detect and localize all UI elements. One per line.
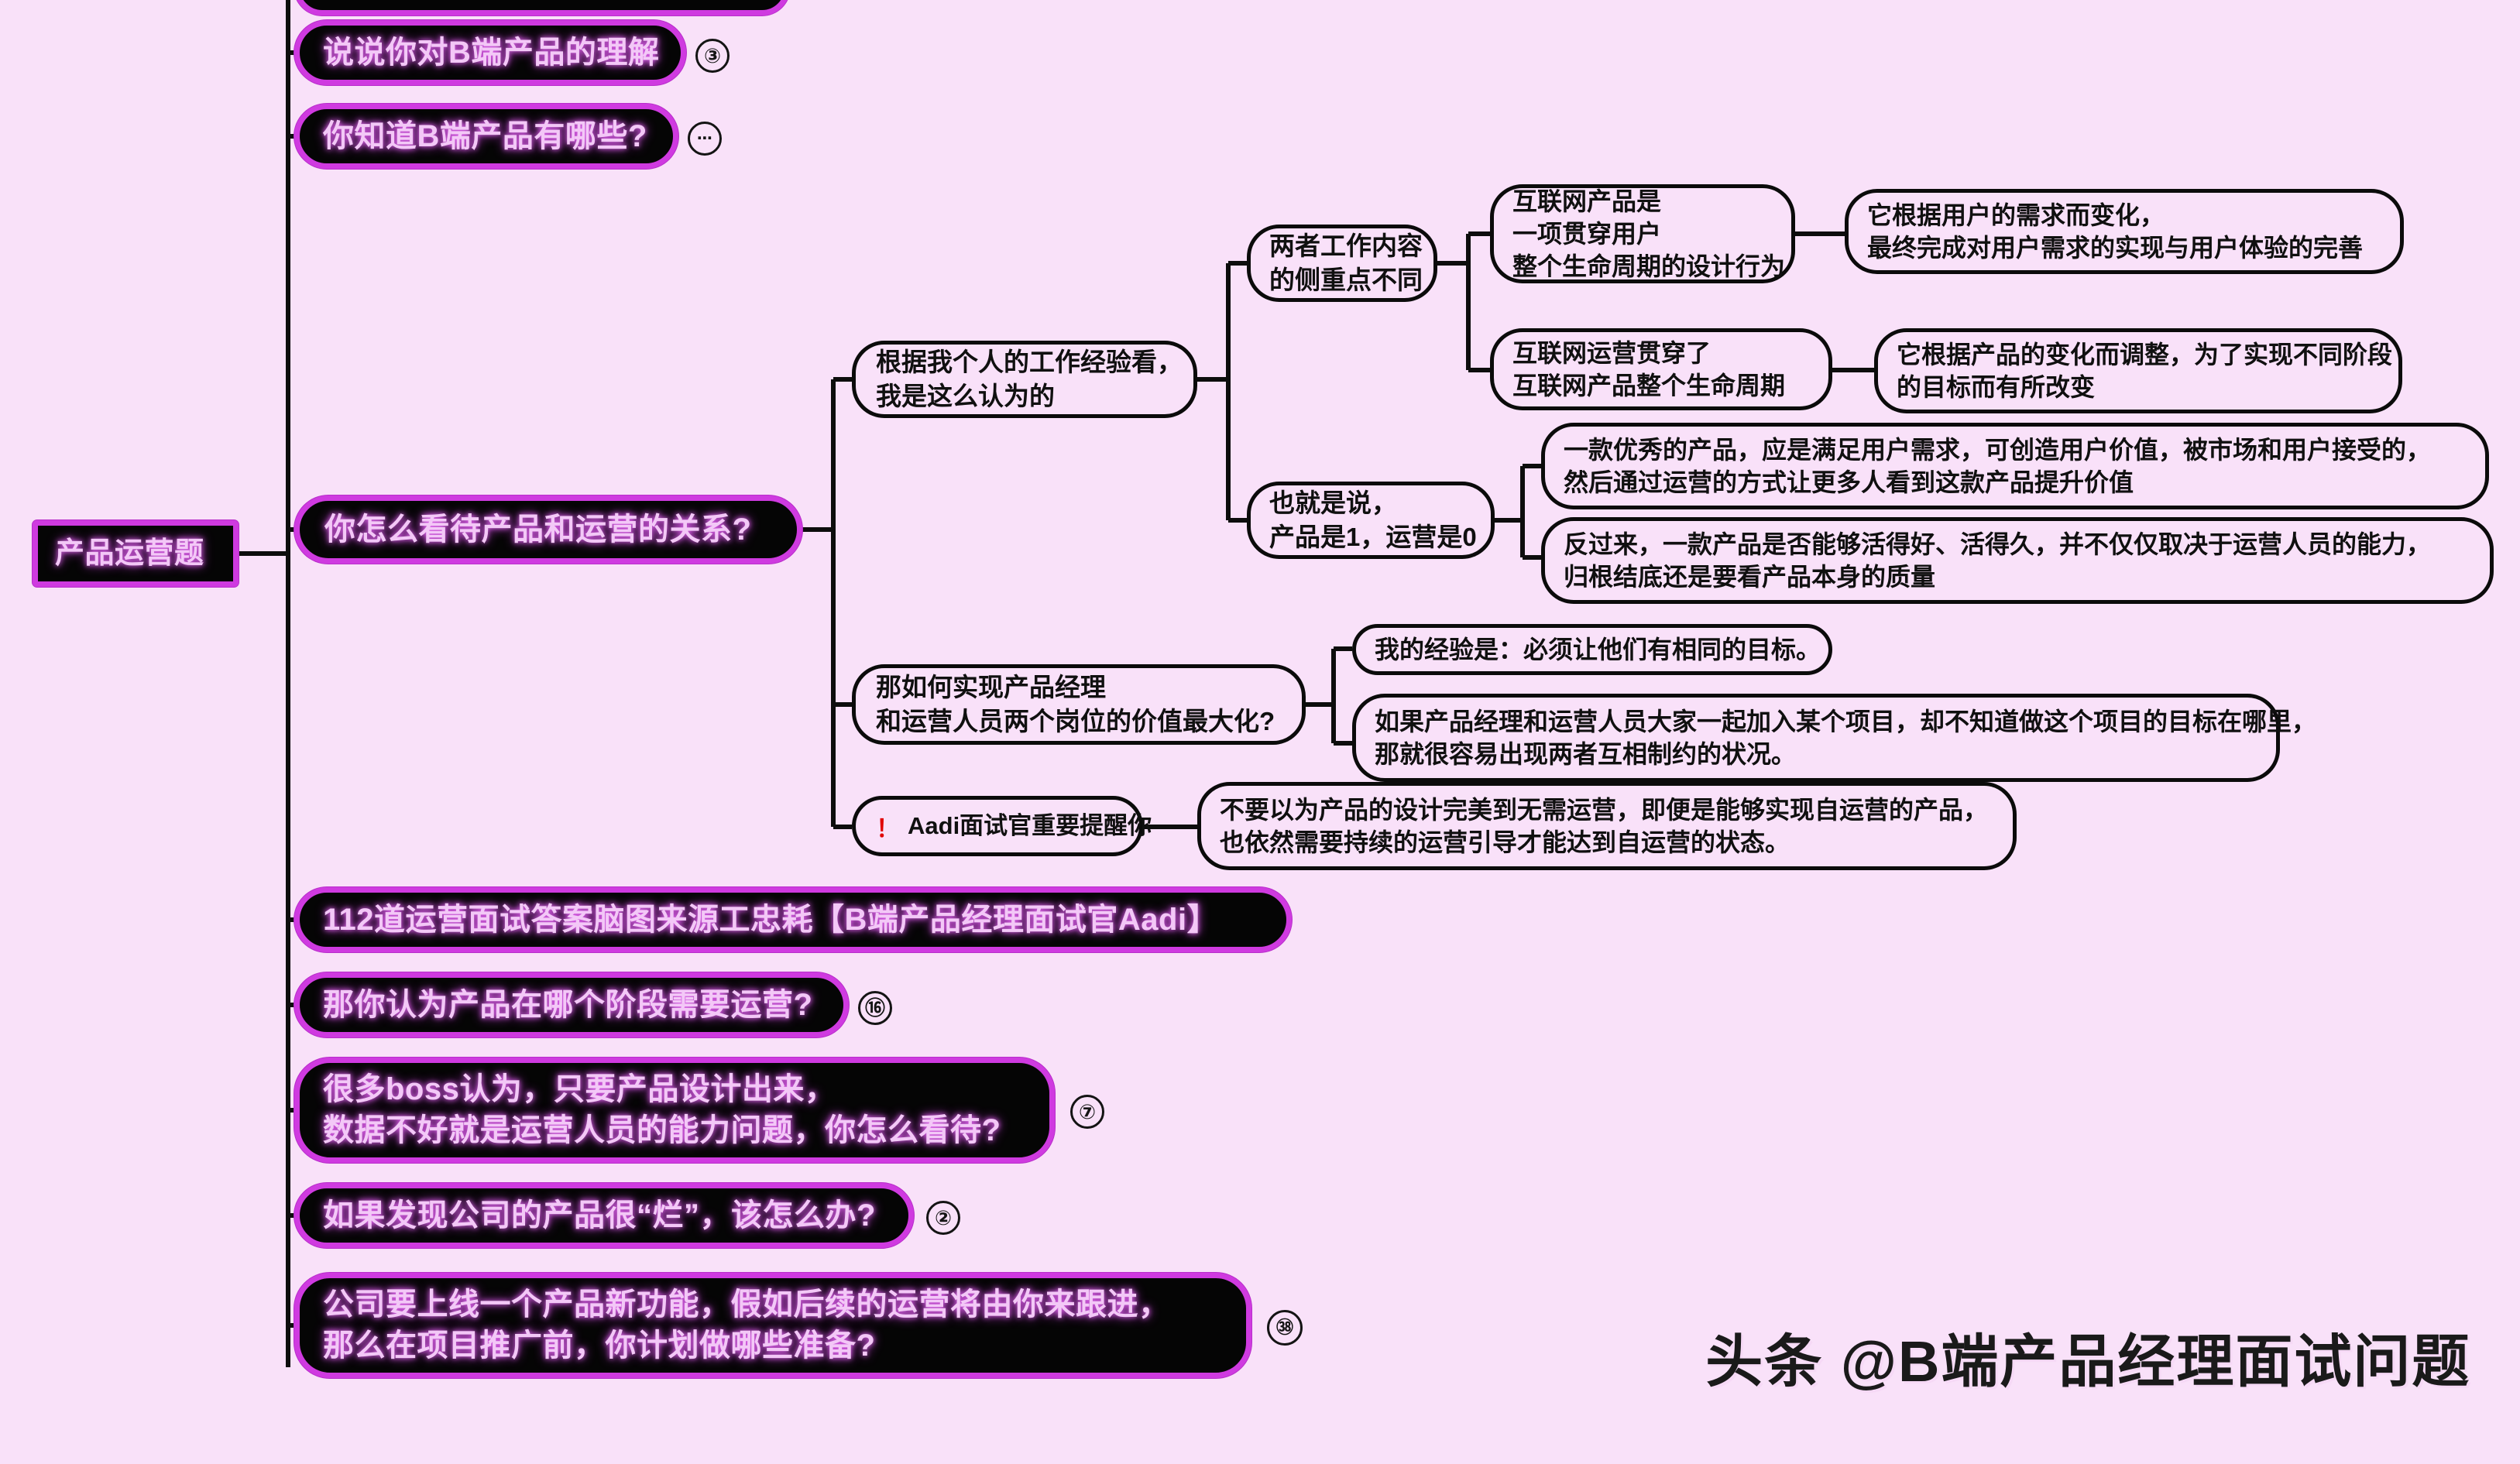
badge-text: ⑦ [1078,1100,1096,1123]
question-node-boss-blames-ops[interactable]: 很多boss认为，只要产品设计出来， 数据不好就是运营人员的能力问题，你怎么看待… [294,1058,1055,1163]
question-node-product-operations-relation[interactable]: 你怎么看待产品和运营的关系? [294,495,802,564]
question-node-new-feature-prep[interactable]: 公司要上线一个产品新功能，假如后续的运营将由你来跟进， 那么在项目推广前，你计划… [294,1273,1251,1378]
question-badge[interactable]: ⑯ [858,991,892,1025]
answer-label: 互联网运营贯穿了 互联网产品整个生命周期 [1512,338,1786,399]
answer-node-work-focus-differs[interactable]: 两者工作内容 的侧重点不同 [1247,225,1437,302]
question-label: 112道运营面试答案脑图来源工忠耗【B端产品经理面试官Aadi】 [323,902,1219,937]
badge-text: ⑯ [864,996,885,1020]
question-node-bad-product[interactable]: 如果发现公司的产品很“烂”，该怎么办? [294,1183,914,1248]
answer-label: 它根据用户的需求而变化， 最终完成对用户需求的实现与用户体验的完善 [1867,201,2364,262]
answer-node-self-operating-product[interactable]: 不要以为产品的设计完美到无需运营，即便是能够实现自运营的产品， 也依然需要持续的… [1197,782,2017,870]
answer-label: 不要以为产品的设计完美到无需运营，即便是能够实现自运营的产品， 也依然需要持续的… [1220,795,1989,856]
answer-node-adjusts-with-product[interactable]: 它根据产品的变化而调整，为了实现不同阶段 的目标而有所改变 [1874,328,2402,413]
watermark-text: 头条 @B端产品经理面试问题 [1705,1329,2471,1394]
question-label: 说说你对B端产品的理解 [323,35,660,70]
question-node-which-stage-needs-ops[interactable]: 那你认为产品在哪个阶段需要运营? [294,972,849,1037]
question-node-partial[interactable] [294,0,790,15]
answer-label: 我的经验是：必须让他们有相同的目标。 [1375,635,1821,663]
answer-label: 根据我个人的工作经验看， 我是这么认为的 [876,348,1183,410]
question-badge[interactable]: ㊳ [1267,1310,1303,1346]
answer-label: 两者工作内容 的侧重点不同 [1269,231,1423,294]
question-node-b-end-list[interactable]: 你知道B端产品有哪些? [294,104,678,169]
mindmap-canvas: 产品运营题 说说你对B端产品的理解 ③ 你知道B端产品有哪些? ⋯ 你怎么看待产… [33,0,2494,1394]
answer-label: 也就是说， 产品是1，运营是0 [1269,489,1477,551]
answer-node-aadi-reminder[interactable]: ！ Aadi面试官重要提醒你 [852,796,1152,856]
question-badge[interactable]: ⑦ [1070,1095,1104,1129]
answer-label: 它根据产品的变化而调整，为了实现不同阶段 的目标而有所改变 [1897,340,2393,401]
answer-label: 一款优秀的产品，应是满足用户需求，可创造用户价值，被市场和用户接受的， 然后通过… [1564,435,2432,496]
answer-node-same-goal[interactable]: 我的经验是：必须让他们有相同的目标。 [1352,624,1832,675]
question-badge[interactable]: ② [926,1201,960,1235]
question-label: 很多boss认为，只要产品设计出来， 数据不好就是运营人员的能力问题，你怎么看待… [323,1072,1001,1147]
question-label: 你知道B端产品有哪些? [323,118,647,153]
answer-label: 如果产品经理和运营人员大家一起加入某个项目，却不知道做这个项目的目标在哪里， 那… [1375,707,2317,768]
question-node-source-credit[interactable]: 112道运营面试答案脑图来源工忠耗【B端产品经理面试官Aadi】 [294,887,1292,952]
answer-node-internet-operations-def[interactable]: 互联网运营贯穿了 互联网产品整个生命周期 [1490,328,1832,410]
root-label: 产品运营题 [55,537,204,570]
question-node-b-end-understanding[interactable]: 说说你对B端产品的理解 [294,20,686,85]
question-label: 公司要上线一个产品新功能，假如后续的运营将由你来跟进， 那么在项目推广前，你计划… [323,1287,1170,1363]
badge-text: ② [934,1206,952,1229]
question-label: 那你认为产品在哪个阶段需要运营? [323,987,813,1022]
badge-text: ㊳ [1275,1318,1293,1337]
answer-node-product-one-ops-zero[interactable]: 也就是说， 产品是1，运营是0 [1247,482,1495,559]
answer-label: 那如何实现产品经理 和运营人员两个岗位的价值最大化? [876,673,1275,735]
answer-node-maximize-value[interactable]: 那如何实现产品经理 和运营人员两个岗位的价值最大化? [852,664,1306,745]
answer-label: Aadi面试官重要提醒你 [908,811,1152,839]
badge-text: ⋯ [697,130,712,147]
answer-node-changes-with-user-needs[interactable]: 它根据用户的需求而变化， 最终完成对用户需求的实现与用户体验的完善 [1845,189,2404,274]
answer-node-no-goal-conflict[interactable]: 如果产品经理和运营人员大家一起加入某个项目，却不知道做这个项目的目标在哪里， 那… [1352,694,2316,782]
root-node[interactable]: 产品运营题 [33,520,239,587]
badge-text: ③ [703,44,721,67]
watermark: 头条 @B端产品经理面试问题 [1636,1250,2470,1464]
answer-node-personal-experience[interactable]: 根据我个人的工作经验看， 我是这么认为的 [852,341,1197,418]
question-label: 如果发现公司的产品很“烂”，该怎么办? [323,1198,876,1233]
answer-node-reverse-product-quality[interactable]: 反过来，一款产品是否能够活得好、活得久，并不仅仅取决于运营人员的能力， 归根结底… [1541,517,2494,604]
question-label: 你怎么看待产品和运营的关系? [324,512,752,547]
answer-label: 互联网产品是 一项贯穿用户 整个生命周期的设计行为 [1512,187,1786,281]
answer-node-internet-product-def[interactable]: 互联网产品是 一项贯穿用户 整个生命周期的设计行为 [1490,184,1795,283]
alert-icon: ！ [876,814,900,842]
answer-node-good-product-desc[interactable]: 一款优秀的产品，应是满足用户需求，可创造用户价值，被市场和用户接受的， 然后通过… [1541,423,2489,509]
answer-label: 反过来，一款产品是否能够活得好、活得久，并不仅仅取决于运营人员的能力， 归根结底… [1564,530,2432,591]
question-badge[interactable]: ③ [695,39,730,73]
question-badge[interactable]: ⋯ [688,122,722,156]
